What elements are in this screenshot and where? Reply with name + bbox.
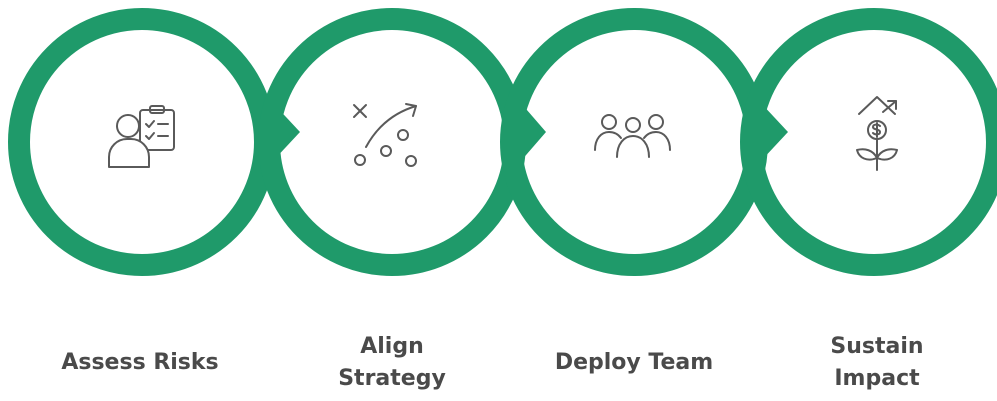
strategy-play-diagram-icon — [353, 103, 417, 167]
step-label-align-strategy: Align Strategy — [338, 334, 446, 391]
connector-arrow-1 — [272, 102, 300, 162]
step-ring-4 — [740, 8, 997, 276]
connector-arrow-3 — [760, 102, 788, 162]
step-ring-2 — [258, 8, 526, 276]
step-label-deploy-team: Deploy Team — [554, 350, 714, 375]
team-group-icon — [594, 114, 671, 158]
growth-plant-dollar-icon — [856, 96, 898, 171]
connector-arrow-2 — [520, 102, 546, 162]
step-label-assess-risks: Assess Risks — [61, 350, 219, 375]
step-label-sustain-impact: Sustain Impact — [830, 334, 924, 391]
step-ring-3 — [500, 8, 768, 276]
person-clipboard-checklist-icon — [108, 105, 175, 168]
